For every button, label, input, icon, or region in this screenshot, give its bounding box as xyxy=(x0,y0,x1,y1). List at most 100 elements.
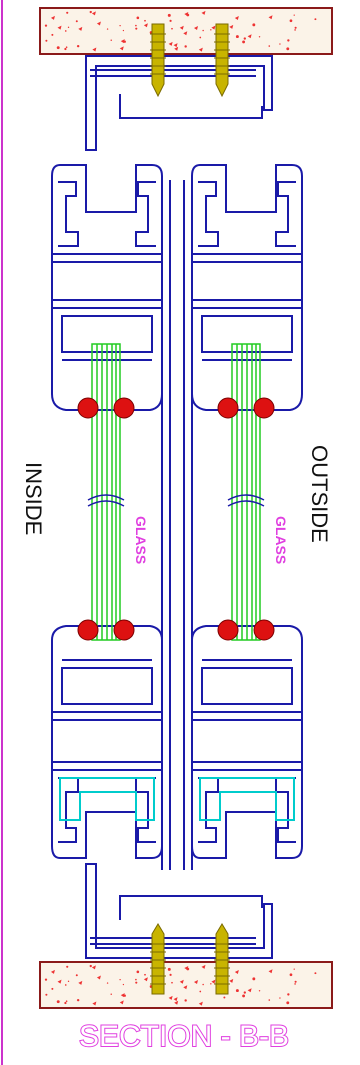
masonry-speck xyxy=(57,979,62,984)
masonry-speck xyxy=(243,37,246,40)
masonry-speck xyxy=(294,983,296,985)
masonry-speck xyxy=(243,991,246,994)
masonry-speck xyxy=(293,14,295,16)
masonry-speck xyxy=(287,993,290,996)
masonry-speck xyxy=(179,25,184,30)
masonry-speck xyxy=(279,997,281,999)
masonry-speck xyxy=(173,43,178,48)
masonry-speck xyxy=(44,24,48,27)
masonry-speck xyxy=(67,26,70,29)
masonry-top xyxy=(39,7,333,55)
masonry-speck xyxy=(135,24,137,27)
masonry-speck xyxy=(168,995,173,1000)
sash-left xyxy=(51,164,163,859)
masonry-speck xyxy=(167,13,171,17)
masonry-speck xyxy=(258,990,261,992)
masonry-speck xyxy=(198,1001,203,1006)
masonry-speck xyxy=(294,29,296,31)
masonry-speck xyxy=(179,979,184,984)
section-title: SECTION - B-B xyxy=(79,1020,289,1053)
masonry-speck xyxy=(252,23,256,27)
masonry-speck xyxy=(167,967,171,971)
masonry-speck xyxy=(286,47,290,51)
masonry-speck xyxy=(64,1001,67,1005)
masonry-speck xyxy=(174,46,179,51)
guide-rails xyxy=(59,777,295,821)
masonry-speck xyxy=(268,969,273,974)
masonry-speck xyxy=(242,40,246,44)
masonry-speck xyxy=(193,26,198,31)
masonry-speck xyxy=(294,980,297,983)
masonry-speck xyxy=(122,29,125,32)
masonry-speck xyxy=(202,29,204,32)
masonry-speck xyxy=(64,30,67,32)
masonry-speck xyxy=(66,965,69,968)
masonry-speck xyxy=(96,21,101,26)
masonry-speck xyxy=(184,999,187,1002)
masonry-speck xyxy=(314,18,317,21)
masonry-speck xyxy=(211,979,216,984)
masonry-speck xyxy=(119,978,121,981)
masonry-speck xyxy=(135,978,137,981)
masonry-speck xyxy=(293,968,295,970)
masonry-speck xyxy=(106,28,109,30)
masonry-speck xyxy=(289,973,293,977)
masonry-speck xyxy=(184,965,189,970)
masonry-speck xyxy=(174,1000,179,1005)
masonry-speck xyxy=(184,11,189,16)
masonry-speck xyxy=(67,980,70,983)
inside-label: INSIDE xyxy=(21,462,46,535)
masonry-speck xyxy=(268,999,271,1001)
masonry-speck xyxy=(229,978,234,983)
masonry-speck xyxy=(44,978,48,981)
masonry-speck xyxy=(314,972,317,975)
outside-label: OUTSIDE xyxy=(307,445,332,543)
masonry-speck xyxy=(119,1000,124,1005)
masonry-speck xyxy=(171,27,173,30)
masonry-speck xyxy=(92,1001,97,1006)
masonry-speck xyxy=(223,996,226,999)
masonry-speck xyxy=(96,975,101,980)
masonry-speck xyxy=(76,998,80,1002)
masonry-speck xyxy=(247,988,252,993)
masonry-speck xyxy=(106,982,109,984)
masonry-speck xyxy=(50,15,55,20)
masonry-speck xyxy=(135,981,138,984)
masonry-speck xyxy=(50,969,55,974)
masonry-speck xyxy=(89,10,92,14)
masonry-speck xyxy=(120,39,125,44)
masonry-speck xyxy=(91,11,96,16)
masonry-speck xyxy=(183,985,188,990)
masonry-speck xyxy=(268,15,273,20)
masonry-speck xyxy=(294,26,297,29)
masonry-speck xyxy=(57,25,62,30)
masonry-speck xyxy=(45,39,48,42)
glass-label-left: GLASS xyxy=(133,516,149,564)
masonry-speck xyxy=(89,964,92,968)
masonry-speck xyxy=(91,965,96,970)
masonry-speck xyxy=(171,981,173,984)
masonry-speck xyxy=(229,24,234,29)
masonry-speck xyxy=(173,997,178,1002)
masonry-speck xyxy=(289,19,293,23)
masonry-speck xyxy=(75,20,78,23)
masonry-speck xyxy=(169,973,172,976)
masonry-speck xyxy=(286,1001,290,1005)
masonry-speck xyxy=(183,31,188,36)
masonry-speck xyxy=(252,977,256,981)
masonry-speck xyxy=(64,47,67,51)
masonry-speck xyxy=(56,46,60,50)
masonry-speck xyxy=(235,35,239,39)
masonry-speck xyxy=(75,974,78,977)
masonry-speck xyxy=(110,39,112,41)
masonry-speck xyxy=(143,977,148,982)
masonry-speck xyxy=(169,19,172,22)
masonry-speck xyxy=(235,989,239,993)
masonry-speck xyxy=(136,16,140,20)
masonry-speck xyxy=(210,983,212,985)
glass-label-right: GLASS xyxy=(273,516,289,564)
masonry-speck xyxy=(76,44,80,48)
glass-left xyxy=(87,343,125,641)
masonry-speck xyxy=(64,984,67,986)
